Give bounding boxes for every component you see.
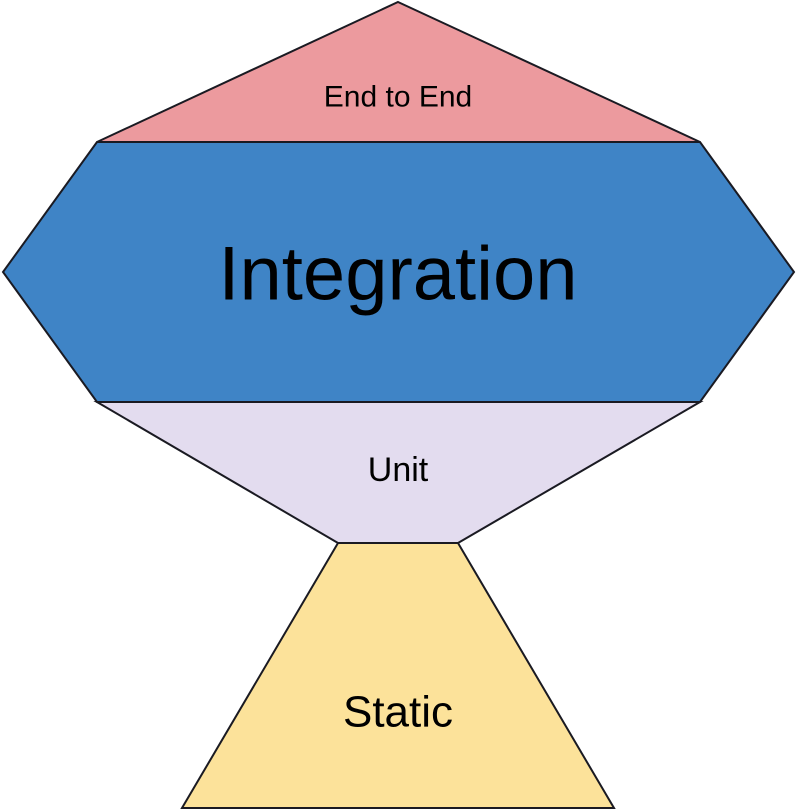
static-shape[interactable] — [180, 542, 616, 809]
layer-unit[interactable]: Unit — [93, 401, 704, 544]
static-label: Static — [343, 688, 453, 737]
integration-label: Integration — [218, 232, 577, 317]
end-to-end-label: End to End — [324, 81, 472, 114]
unit-label: Unit — [368, 451, 429, 489]
layer-integration[interactable]: Integration — [1, 141, 796, 403]
layer-static[interactable]: Static — [180, 542, 616, 809]
